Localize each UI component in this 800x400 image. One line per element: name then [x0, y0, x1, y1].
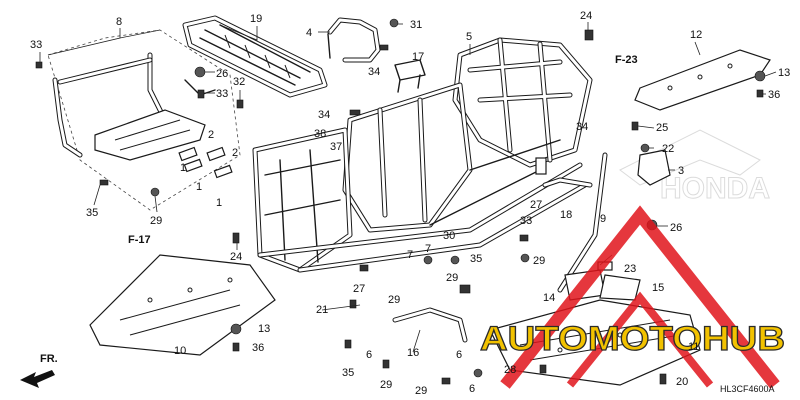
callout-6c: 6 [469, 383, 475, 395]
callout-22: 22 [662, 143, 674, 155]
callout-27b: 27 [353, 283, 365, 295]
callout-1c: 1 [216, 197, 222, 209]
callout-31: 31 [410, 19, 422, 31]
svg-text:HONDA: HONDA [660, 172, 770, 205]
callout-32: 32 [233, 76, 245, 88]
callout-17: 17 [412, 51, 424, 63]
callout-25: 25 [656, 122, 668, 134]
ref-f17: F-17 [128, 234, 151, 246]
callout-29d: 29 [446, 272, 458, 284]
callout-28: 28 [504, 364, 516, 376]
automotohub-watermark: AUTOMOTOHUB [479, 205, 786, 389]
strut-9 [557, 152, 608, 293]
callout-3: 3 [678, 165, 684, 177]
callout-4: 4 [306, 27, 312, 39]
rubber-pads [178, 146, 233, 179]
callout-1a: 1 [180, 162, 186, 174]
callout-11: 11 [688, 341, 699, 353]
callout-33a: 33 [30, 39, 42, 51]
callout-34c: 34 [576, 121, 588, 133]
callout-29a: 29 [150, 215, 162, 227]
callout-10: 10 [174, 345, 186, 357]
callout-6b: 6 [456, 349, 462, 361]
honda-watermark: HONDA [619, 129, 771, 206]
front-direction-label: FR. [40, 353, 58, 365]
callout-29e: 29 [380, 379, 392, 391]
callout-1b: 1 [196, 181, 202, 193]
callout-27a: 27 [530, 199, 542, 211]
callout-35c: 35 [342, 367, 354, 379]
callout-36a: 36 [768, 89, 780, 101]
main-frame [252, 37, 593, 273]
callout-30: 30 [443, 230, 455, 242]
callout-29c: 29 [388, 294, 400, 306]
callout-35a: 35 [86, 207, 98, 219]
callout-5: 5 [466, 31, 472, 43]
callout-36b: 36 [252, 342, 264, 354]
callout-2b: 2 [232, 147, 238, 159]
ref-f23: F-23 [615, 54, 638, 66]
callout-13b: 13 [258, 323, 270, 335]
callout-14: 14 [543, 292, 555, 304]
callout-24a: 24 [580, 10, 592, 22]
callout-33b: 33 [216, 88, 228, 100]
callout-34a: 34 [368, 66, 380, 78]
bracket-17 [394, 59, 426, 93]
callout-7a: 7 [425, 243, 431, 255]
callout-13a: 13 [778, 67, 790, 79]
callout-26b: 26 [670, 222, 682, 234]
bracket-16 [392, 307, 468, 343]
callout-16: 16 [407, 347, 419, 359]
callout-15: 15 [652, 282, 664, 294]
callout-37: 37 [330, 141, 342, 153]
callouts: 8 19 4 31 24 33 26 33 32 17 34 5 12 13 3… [30, 10, 790, 397]
callout-6a: 6 [366, 349, 372, 361]
skid-plate-left [89, 254, 276, 356]
front-rack-bracket [47, 29, 241, 211]
callout-38: 38 [314, 128, 326, 140]
callout-8: 8 [116, 16, 122, 28]
callout-35b: 35 [470, 253, 482, 265]
callout-18: 18 [560, 209, 572, 221]
callout-23b: 23 [624, 263, 636, 275]
callout-12: 12 [690, 29, 702, 41]
callout-26a: 26 [216, 68, 228, 80]
bracket-3 [637, 149, 671, 186]
callout-33c: 33 [520, 215, 532, 227]
bushing-27a [535, 157, 547, 175]
callout-7b: 7 [407, 249, 413, 261]
callout-29f: 29 [415, 385, 427, 397]
callout-21: 21 [316, 304, 328, 316]
front-direction-arrow: FR. [20, 353, 58, 388]
drawing-code: HL3CF4600A [720, 384, 775, 394]
callout-20: 20 [676, 376, 688, 388]
top-cargo-rack [182, 15, 328, 98]
watermark-text: AUTOMOTOHUB [480, 320, 785, 358]
callout-9: 9 [600, 213, 606, 225]
leader-lines [39, 22, 777, 353]
cover-plate-12 [634, 49, 771, 111]
callout-19: 19 [250, 13, 262, 25]
callout-34b: 34 [318, 109, 330, 121]
grab-handle [327, 17, 381, 63]
callout-2a: 2 [208, 129, 214, 141]
callout-24b: 24 [230, 251, 242, 263]
tube-18 [542, 177, 593, 188]
callout-29b: 29 [533, 255, 545, 267]
